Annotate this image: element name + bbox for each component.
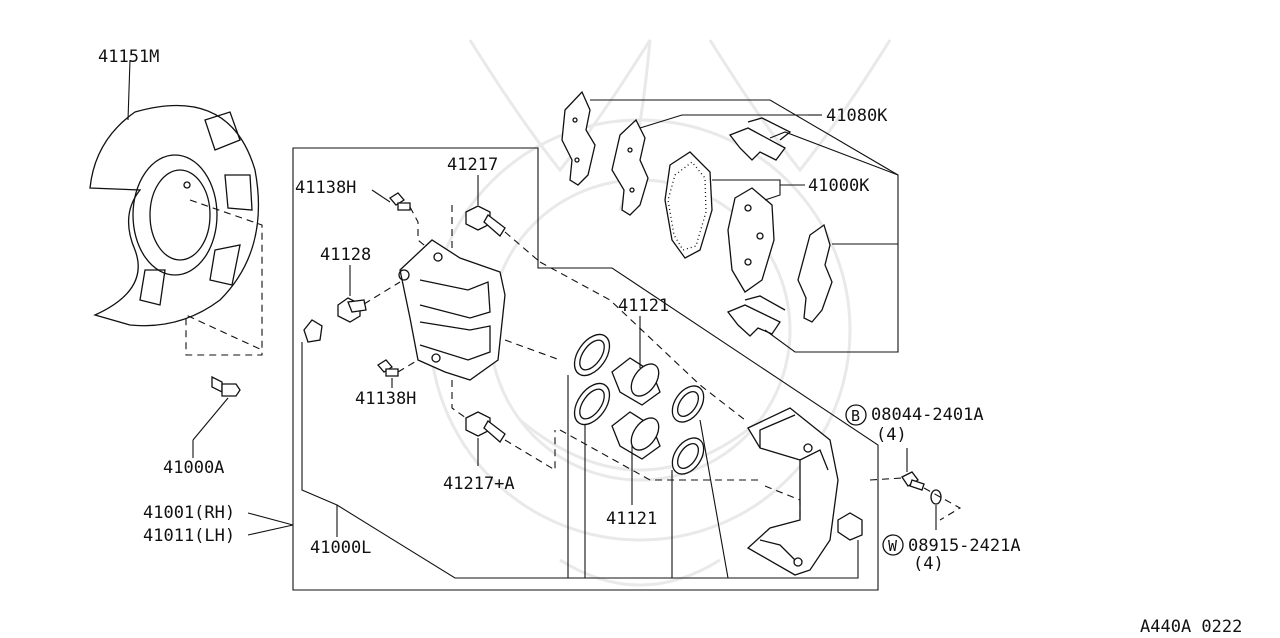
- shim-inner-left: [611, 118, 649, 216]
- label-41217: 41217: [447, 155, 498, 175]
- svg-text:B: B: [851, 407, 860, 425]
- assembly-frame: [292, 147, 879, 591]
- bolt-08044: [901, 471, 925, 491]
- pad-clip-top: [728, 117, 792, 161]
- pad-clip-bottom: [726, 295, 786, 337]
- guide-upper: [539, 261, 746, 421]
- leader-41001: [247, 512, 294, 526]
- kit-bracket-outer: [590, 99, 899, 353]
- label-washer-qty: (4): [913, 554, 944, 574]
- brake-pad-1: [664, 151, 713, 259]
- splash-shield-41151M: [89, 104, 260, 327]
- seals-pistons-41121: [573, 333, 705, 475]
- kit-bracket-clip-top: [769, 131, 899, 176]
- symbol-W: W: [882, 534, 904, 556]
- leader-41000L: [301, 342, 338, 537]
- guide-41217: [451, 205, 541, 263]
- guide-bolt: [869, 477, 962, 521]
- bolt-41138H-top: [389, 192, 411, 211]
- svg-text:W: W: [888, 537, 898, 555]
- label-41128: 41128: [320, 245, 371, 265]
- label-bolt-qty: (4): [876, 425, 907, 445]
- leader-41000A: [192, 397, 229, 441]
- label-washer-part: 08915-2421A: [908, 536, 1021, 556]
- label-41121-bottom: 41121: [606, 509, 657, 529]
- label-41000A: 41000A: [163, 458, 224, 478]
- bleeder-cap: [303, 319, 323, 343]
- guide-41138H-top: [409, 206, 431, 251]
- label-41011: 41011(LH): [143, 526, 235, 546]
- leader-41138H-top: [371, 189, 391, 203]
- label-41000K: 41000K: [808, 176, 870, 196]
- label-41138H-top: 41138H: [295, 178, 356, 198]
- leader-41000L-2: [336, 504, 859, 579]
- leader-41000K: [712, 179, 805, 201]
- carrier-bolt-cap: [837, 512, 863, 541]
- label-41121-top: 41121: [618, 296, 669, 316]
- brake-pad-2: [727, 187, 775, 293]
- leader-41011: [247, 524, 294, 536]
- guide-shield: [185, 199, 263, 356]
- guide-carrier: [764, 485, 801, 520]
- label-41217A: 41217+A: [443, 474, 515, 494]
- label-41001: 41001(RH): [143, 503, 235, 523]
- guide-41217A: [451, 380, 556, 471]
- caliper-carrier: [746, 407, 839, 576]
- bleeder-screw-41128: [337, 297, 367, 323]
- label-41000L: 41000L: [310, 538, 371, 558]
- label-41151M: 41151M: [98, 47, 159, 67]
- guide-mid: [504, 339, 561, 361]
- symbol-B: B: [845, 404, 867, 426]
- diagram-code: A440A 0222: [1140, 617, 1242, 637]
- label-bolt-part: 08044-2401A: [871, 405, 984, 425]
- shim-outer-left: [561, 90, 596, 186]
- pin-41217A: [465, 411, 506, 443]
- bolt-41000A: [211, 375, 241, 397]
- guide-41128: [363, 281, 401, 305]
- guide-lower: [559, 429, 760, 481]
- pin-41217: [465, 205, 506, 237]
- washer-08915: [930, 489, 942, 505]
- leader-41121-verticals: [567, 375, 729, 579]
- bolt-41138H-bottom: [377, 359, 399, 377]
- shim-right: [797, 223, 833, 323]
- caliper-body: [398, 239, 506, 381]
- kit-bracket-inner: [639, 114, 808, 129]
- label-41080K: 41080K: [826, 106, 888, 126]
- leader-41151M: [127, 59, 131, 121]
- guide-41138H-bottom: [397, 359, 419, 373]
- label-41138H-bottom: 41138H: [355, 389, 416, 409]
